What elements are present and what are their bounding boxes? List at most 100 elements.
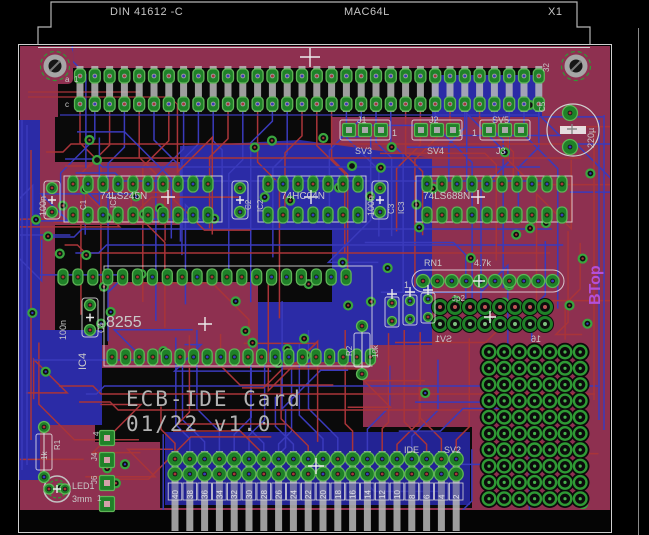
pad-center <box>380 457 384 461</box>
pin-number: 38 <box>186 490 195 499</box>
pad-center <box>463 102 467 106</box>
pad-center <box>42 425 46 429</box>
pad-center <box>176 213 180 217</box>
pad-center <box>206 182 210 186</box>
connector-pin <box>313 66 321 112</box>
silk-text: IC2 <box>256 199 265 212</box>
origin-cross <box>387 289 397 299</box>
footprint-outline <box>231 180 249 220</box>
pad-center <box>192 355 196 359</box>
connector-pin <box>328 66 336 112</box>
pad-center <box>246 355 250 359</box>
origin-cross <box>161 190 175 204</box>
pad-center <box>360 372 364 376</box>
pad-center <box>522 74 526 78</box>
trace <box>196 330 221 452</box>
pad-center <box>345 102 348 106</box>
pin-number: 8 <box>408 494 417 499</box>
connector-pin <box>245 451 253 531</box>
pad-center <box>271 102 274 106</box>
pad-center <box>116 213 120 217</box>
pad-center <box>359 102 363 106</box>
trace <box>162 434 164 510</box>
silk-text: 10k <box>371 344 380 358</box>
pad-center <box>50 186 54 190</box>
silk-text: 1k <box>40 451 49 460</box>
silk-text: IC3 <box>397 201 406 214</box>
jumper-group-3 <box>479 119 531 141</box>
pad-center <box>218 457 221 461</box>
footprint-outline <box>103 265 373 367</box>
connector-header: DIN 41612 -C MAC64L X1 <box>0 0 649 44</box>
capacitor <box>371 180 389 220</box>
pin-number-box <box>330 482 346 501</box>
trace <box>344 330 354 452</box>
connector-pin <box>437 451 445 531</box>
silk-text: 1 <box>392 128 397 138</box>
connector-pin <box>150 66 158 112</box>
pad-center <box>191 213 195 217</box>
trace <box>455 338 471 452</box>
connector-pin <box>283 66 291 112</box>
connector-pin <box>349 451 357 531</box>
silk-text: 1 <box>74 75 79 84</box>
pin-number: 14 <box>363 490 372 499</box>
pad-center <box>389 74 393 78</box>
pad-center <box>256 102 259 106</box>
pad-center <box>545 182 549 186</box>
silk-text: RN1 <box>424 258 442 268</box>
trace <box>396 383 421 452</box>
pin-number: 6 <box>423 494 432 499</box>
pad-center <box>108 74 111 78</box>
origin-cross <box>304 190 318 204</box>
connector-pin <box>387 66 395 112</box>
connector-pin <box>416 66 424 112</box>
pad-center <box>374 74 378 78</box>
pin-number-box <box>300 482 316 501</box>
trace <box>249 110 274 303</box>
pin-number-box <box>345 482 360 501</box>
origin-cross <box>308 458 324 474</box>
pad-center <box>433 102 437 106</box>
pad-center <box>146 182 150 186</box>
connector-pin <box>461 66 469 112</box>
capacitor <box>231 180 249 220</box>
origin-cross <box>423 285 433 295</box>
silk-text: SV1 <box>435 334 452 344</box>
pad-center <box>285 74 289 78</box>
pad-center <box>47 487 51 491</box>
trace <box>523 110 559 309</box>
connector-pin <box>209 66 217 112</box>
pad-center <box>161 213 165 217</box>
pad-center <box>101 182 105 186</box>
pad-center <box>211 74 215 78</box>
pad-center <box>321 457 325 461</box>
pin-number: 18 <box>334 490 343 499</box>
pin-number: 34 <box>215 490 224 499</box>
pad-center <box>233 355 236 359</box>
pad-center <box>106 275 110 279</box>
silk-text: 100n <box>38 196 48 216</box>
pad-center <box>151 275 154 279</box>
pad-center <box>408 299 412 303</box>
footprint-outline <box>339 119 391 141</box>
pad-center <box>329 275 333 279</box>
pad-center <box>315 102 319 106</box>
connector-pin <box>446 66 454 112</box>
trace <box>564 242 581 340</box>
pad-center <box>273 355 277 359</box>
trace <box>85 448 174 478</box>
pad-center <box>536 279 540 283</box>
pad-center <box>262 457 266 461</box>
pad-center <box>326 213 330 217</box>
pad-center <box>336 457 340 461</box>
pad-center <box>50 210 54 214</box>
silk-text: 4 <box>92 431 101 436</box>
pad-center <box>321 472 325 476</box>
pad-center <box>314 275 318 279</box>
pad-center <box>419 102 422 106</box>
pin-number: 40 <box>171 490 180 499</box>
pad-center <box>195 275 199 279</box>
pad-center <box>247 457 251 461</box>
